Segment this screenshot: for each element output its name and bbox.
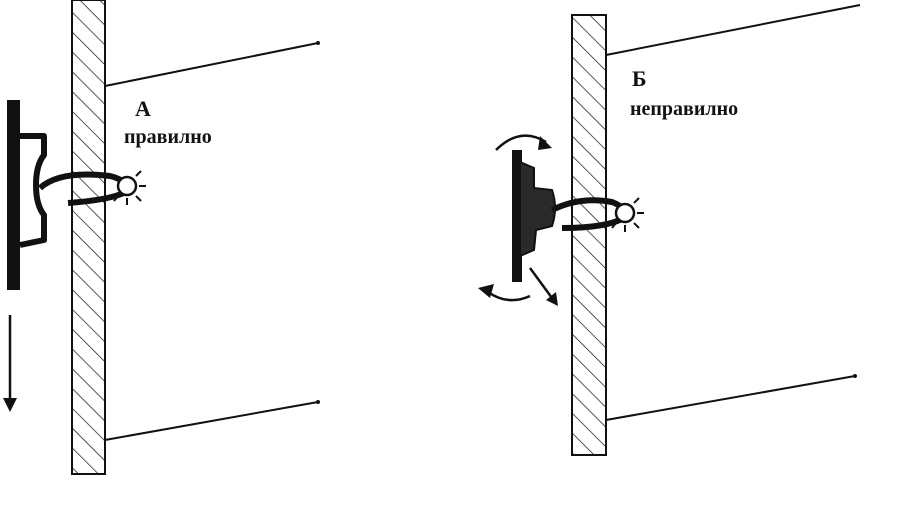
rotation-arrow-icon bbox=[528, 267, 558, 306]
frame-line-top-a bbox=[104, 42, 319, 87]
panel-b bbox=[478, 4, 861, 456]
post-a bbox=[71, 0, 106, 475]
rotation-arrow-icon bbox=[495, 134, 552, 151]
post-b bbox=[571, 14, 607, 456]
frame-line-bottom-a bbox=[104, 401, 319, 441]
clamp-body-b bbox=[519, 160, 556, 258]
panel-b-letter: Б bbox=[632, 66, 647, 91]
hinge-pin-icon bbox=[611, 197, 644, 232]
rotation-arrow-icon bbox=[478, 284, 531, 302]
frame-line-bottom-b bbox=[605, 375, 856, 421]
down-arrow-icon bbox=[3, 315, 17, 412]
panel-a bbox=[3, 0, 320, 475]
panel-a-letter: А bbox=[135, 96, 151, 121]
frame-line-top-b bbox=[605, 4, 861, 56]
clamp-bar-a bbox=[7, 100, 20, 290]
clamp-bar-b bbox=[512, 150, 522, 282]
clamp-bracket-a bbox=[19, 133, 47, 248]
hinge-pin-icon bbox=[113, 170, 146, 205]
panel-b-caption: неправилно bbox=[630, 98, 739, 120]
panel-a-caption: правилно bbox=[124, 126, 212, 148]
